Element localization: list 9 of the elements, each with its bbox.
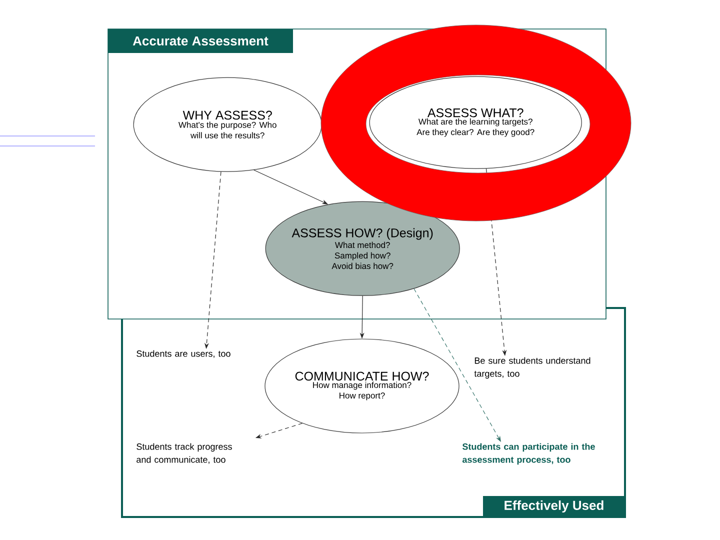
ellipse-node: WHY ASSESS? What's the purpose? Who will use the results? xyxy=(133,77,322,172)
note-text: Students can participate in the assessment process, too xyxy=(462,443,595,465)
note-text: Students track progress and communicate, too xyxy=(136,443,232,464)
ellipse-node: COMMUNICATE HOW? How manage information? How report? xyxy=(264,338,460,434)
ellipse-node: ASSESS HOW? (Design) What method? Sampled how? Avoid bias how? xyxy=(265,201,460,296)
arrow xyxy=(414,288,501,442)
note-text: Students are users, too xyxy=(136,350,230,358)
ellipse-node: ASSESS WHAT? What are the learning targets? Are they clear? Are they good? xyxy=(369,76,582,169)
note-text: Be sure students understand targets, too xyxy=(474,357,590,379)
